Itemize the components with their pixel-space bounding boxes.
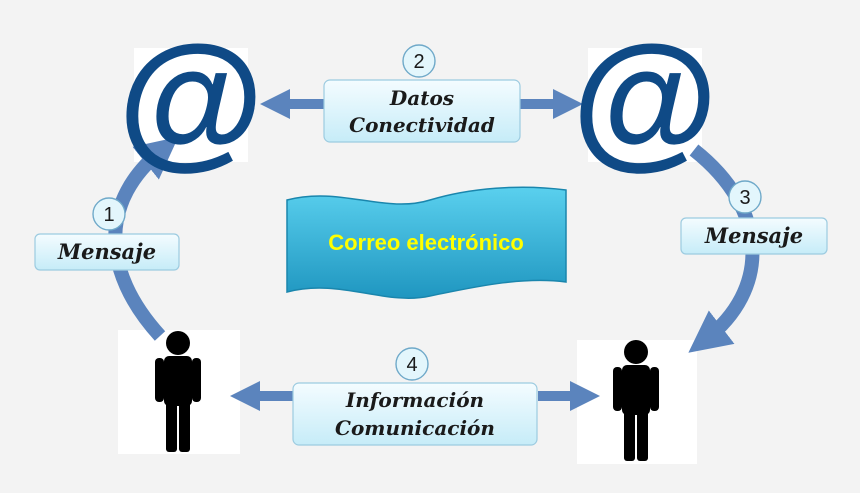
step-2-group: Datos Conectividad 2: [323, 44, 521, 143]
at-symbol-right-tile: [588, 48, 702, 162]
person-right-icon: [613, 340, 659, 461]
title-banner: [286, 186, 567, 299]
at-symbol-right-icon: @: [572, 14, 718, 182]
step-3-label: Mensaje: [704, 223, 803, 248]
at-symbol-left-icon: @: [118, 14, 264, 182]
title-text: Correo electrónico: [328, 230, 524, 255]
step-3-label-box: [680, 217, 828, 255]
step-4-label-line-1: Información: [345, 388, 484, 412]
step-1-number: 1: [103, 204, 114, 226]
step-2-label-line-2: Conectividad: [349, 113, 495, 137]
step-2-label-line-1: Datos: [389, 86, 454, 110]
step-1-label: Mensaje: [57, 239, 156, 264]
step-3-number: 3: [739, 187, 750, 209]
step-4-label-box: [292, 382, 538, 446]
step-1-label-box: [34, 233, 180, 271]
step-3-group: Mensaje 3: [680, 180, 828, 255]
person-left-icon: [155, 331, 201, 452]
step-1-badge: [92, 197, 126, 231]
step-2-number: 2: [413, 51, 424, 73]
step-3-badge: [728, 180, 762, 214]
step-4-label-line-2: Comunicación: [335, 416, 495, 440]
step-2-badge: [402, 44, 436, 78]
step-4-group: Información Comunicación 4: [292, 347, 538, 446]
step-4-number: 4: [406, 354, 417, 376]
step-4-badge: [395, 347, 429, 381]
step-2-label-box: [323, 79, 521, 143]
step-1-group: Mensaje 1: [34, 197, 180, 271]
